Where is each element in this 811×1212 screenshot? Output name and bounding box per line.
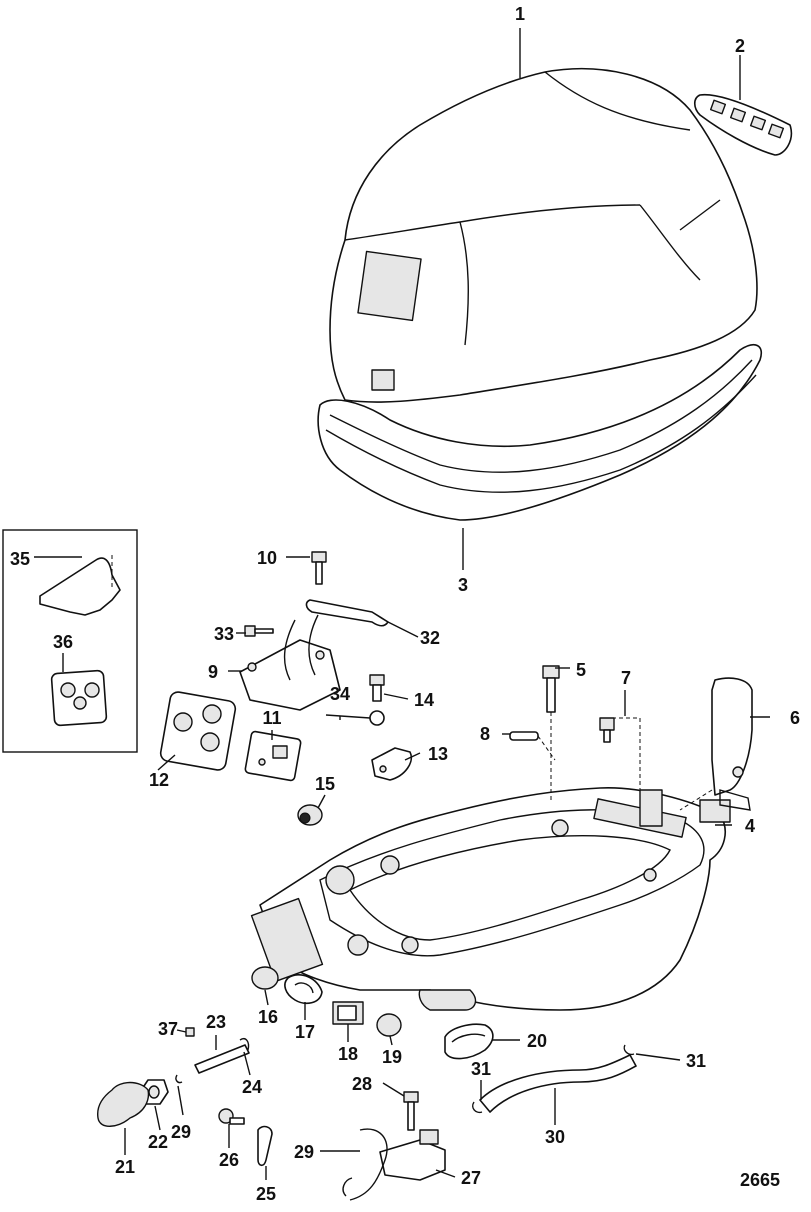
callout-3: 3: [458, 575, 468, 595]
callout-18: 18: [338, 1044, 358, 1064]
callout-25: 25: [256, 1184, 276, 1204]
bolt-10-head: [311, 551, 327, 563]
callout-7: 7: [621, 668, 631, 688]
callout-17: 17: [295, 1022, 315, 1042]
callout-5: 5: [576, 660, 586, 680]
callout-15: 15: [315, 774, 335, 794]
callout-26: 26: [219, 1150, 239, 1170]
callout-28: 28: [352, 1074, 372, 1094]
bottom-cowl: [250, 787, 731, 1011]
callout-30: 30: [545, 1127, 565, 1147]
callout-23: 23: [206, 1012, 226, 1032]
callout-27: 27: [461, 1168, 481, 1188]
callout-9: 9: [208, 662, 218, 682]
callout-12: 12: [149, 770, 169, 790]
top-cowl: [329, 67, 758, 403]
callout-35: 35: [10, 549, 30, 569]
callout-36: 36: [53, 632, 73, 652]
callout-labels: 1 2 3 4 5 6 7 8 9 10 11 12 13 14 15 16 1…: [10, 4, 800, 1204]
callout-31-left: 31: [471, 1059, 491, 1079]
leader-lines: [34, 28, 770, 1180]
callout-37: 37: [158, 1019, 178, 1039]
callout-16: 16: [258, 1007, 278, 1027]
callout-33: 33: [214, 624, 234, 644]
right-parts: [509, 665, 753, 811]
bolt-10-shank: [315, 561, 323, 585]
callout-10: 10: [257, 548, 277, 568]
callout-20: 20: [527, 1031, 547, 1051]
callout-32: 32: [420, 628, 440, 648]
callout-8: 8: [480, 724, 490, 744]
cowl-seal: [317, 344, 762, 521]
callout-19: 19: [382, 1047, 402, 1067]
callout-21: 21: [115, 1157, 135, 1177]
callout-4: 4: [745, 816, 755, 836]
inset-frame: [2, 529, 138, 753]
callout-2: 2: [735, 36, 745, 56]
callout-29-bottom: 29: [294, 1142, 314, 1162]
left-parts: [159, 551, 412, 826]
callout-13: 13: [428, 744, 448, 764]
handle: [693, 93, 793, 156]
callout-1: 1: [515, 4, 525, 24]
callout-34: 34: [330, 684, 350, 704]
figure-number: 2665: [740, 1170, 780, 1190]
callout-6: 6: [790, 708, 800, 728]
callout-22: 22: [148, 1132, 168, 1152]
inset-box: [2, 529, 138, 753]
callout-24: 24: [242, 1077, 262, 1097]
callout-14: 14: [414, 690, 434, 710]
callout-29-left: 29: [171, 1122, 191, 1142]
callout-31-right: 31: [686, 1051, 706, 1071]
bottom-parts: [97, 966, 637, 1201]
callout-11: 11: [262, 708, 281, 728]
